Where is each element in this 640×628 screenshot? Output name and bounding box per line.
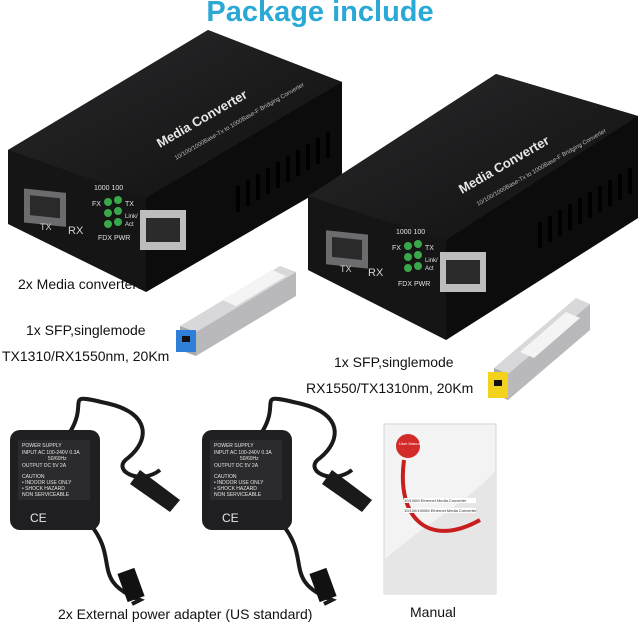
converter-1-led-footer: FDX PWR <box>98 235 130 242</box>
manual-line-2: 10/100/1000M Ethernet Media Converter <box>404 508 477 513</box>
converter-1-led-tx: TX <box>125 201 134 208</box>
sfp-module-blue <box>176 266 296 356</box>
adapter-2-label-l6: • INDOOR USE ONLY <box>214 480 264 486</box>
power-adapter-1 <box>10 396 180 606</box>
adapter-1-ce-mark: CE <box>30 511 47 525</box>
manual-booklet <box>383 423 497 595</box>
manual-line-1: 10/100M Ethernet Media Converter <box>404 498 467 503</box>
adapter-1-label-l4: OUTPUT DC 5V 2A <box>22 463 67 469</box>
manual-badge: User Manual <box>399 441 422 446</box>
converter-1-port-tx: TX <box>40 222 52 232</box>
converter-2-led-link: Link/ <box>425 258 438 264</box>
converter-2-port-tx: TX <box>340 264 352 274</box>
adapter-1-label-l3: 50/60Hz <box>48 456 67 462</box>
converter-2-led-header: 1000 100 <box>396 229 425 236</box>
adapter-2-label-l3: 50/60Hz <box>240 456 259 462</box>
adapter-2-label-l2: INPUT AC 100-240V 0.3A <box>214 450 272 456</box>
converter-2-port-rx: RX <box>368 267 384 279</box>
page-title: Package include <box>206 0 434 28</box>
converter-1-body <box>8 30 342 292</box>
converter-1-port-rx: RX <box>68 225 84 237</box>
converter-2-led-act: Act <box>425 266 434 272</box>
adapter-1-label-l1: POWER SUPPLY <box>22 443 62 449</box>
adapter-1-label-l2: INPUT AC 100-240V 0.3A <box>22 450 80 456</box>
adapter-1-label-l5: CAUTION <box>22 474 45 480</box>
converter-1-led-act: Act <box>125 222 134 228</box>
converter-2-body <box>308 74 638 340</box>
adapter-2-label-l7: • SHOCK HAZARD <box>214 486 257 492</box>
converter-1-led-header: 1000 100 <box>94 185 123 192</box>
adapter-1-label-l7: • SHOCK HAZARD <box>22 486 65 492</box>
caption-sfp1-line2: TX1310/RX1550nm, 20Km <box>2 348 170 364</box>
adapter-2-ce-mark: CE <box>222 511 239 525</box>
power-adapter-2 <box>202 396 372 606</box>
caption-adapter: 2x External power adapter (US standard) <box>58 606 313 622</box>
converter-2-led-fx: FX <box>392 245 401 252</box>
adapter-2-label-l5: CAUTION <box>214 474 237 480</box>
converter-2-led-footer: FDX PWR <box>398 281 430 288</box>
caption-sfp2-line1: 1x SFP,singlemode <box>334 354 454 370</box>
sfp-module-yellow <box>488 298 590 400</box>
converter-1-led-fx: FX <box>92 201 101 208</box>
adapter-1-label-l8: NON SERVICEABLE <box>22 492 70 498</box>
caption-sfp2-line2: RX1550/TX1310nm, 20Km <box>306 380 474 396</box>
converter-2-led-tx: TX <box>425 245 434 252</box>
adapter-2-label-l1: POWER SUPPLY <box>214 443 254 449</box>
adapter-2-label-l8: NON SERVICEABLE <box>214 492 262 498</box>
adapter-1-label-l6: • INDOOR USE ONLY <box>22 480 72 486</box>
caption-sfp1-line1: 1x SFP,singlemode <box>26 322 146 338</box>
adapter-2-label-l4: OUTPUT DC 5V 2A <box>214 463 259 469</box>
caption-converters: 2x Media converters <box>18 276 145 292</box>
caption-manual: Manual <box>410 604 456 620</box>
converter-1-led-link: Link/ <box>125 214 138 220</box>
